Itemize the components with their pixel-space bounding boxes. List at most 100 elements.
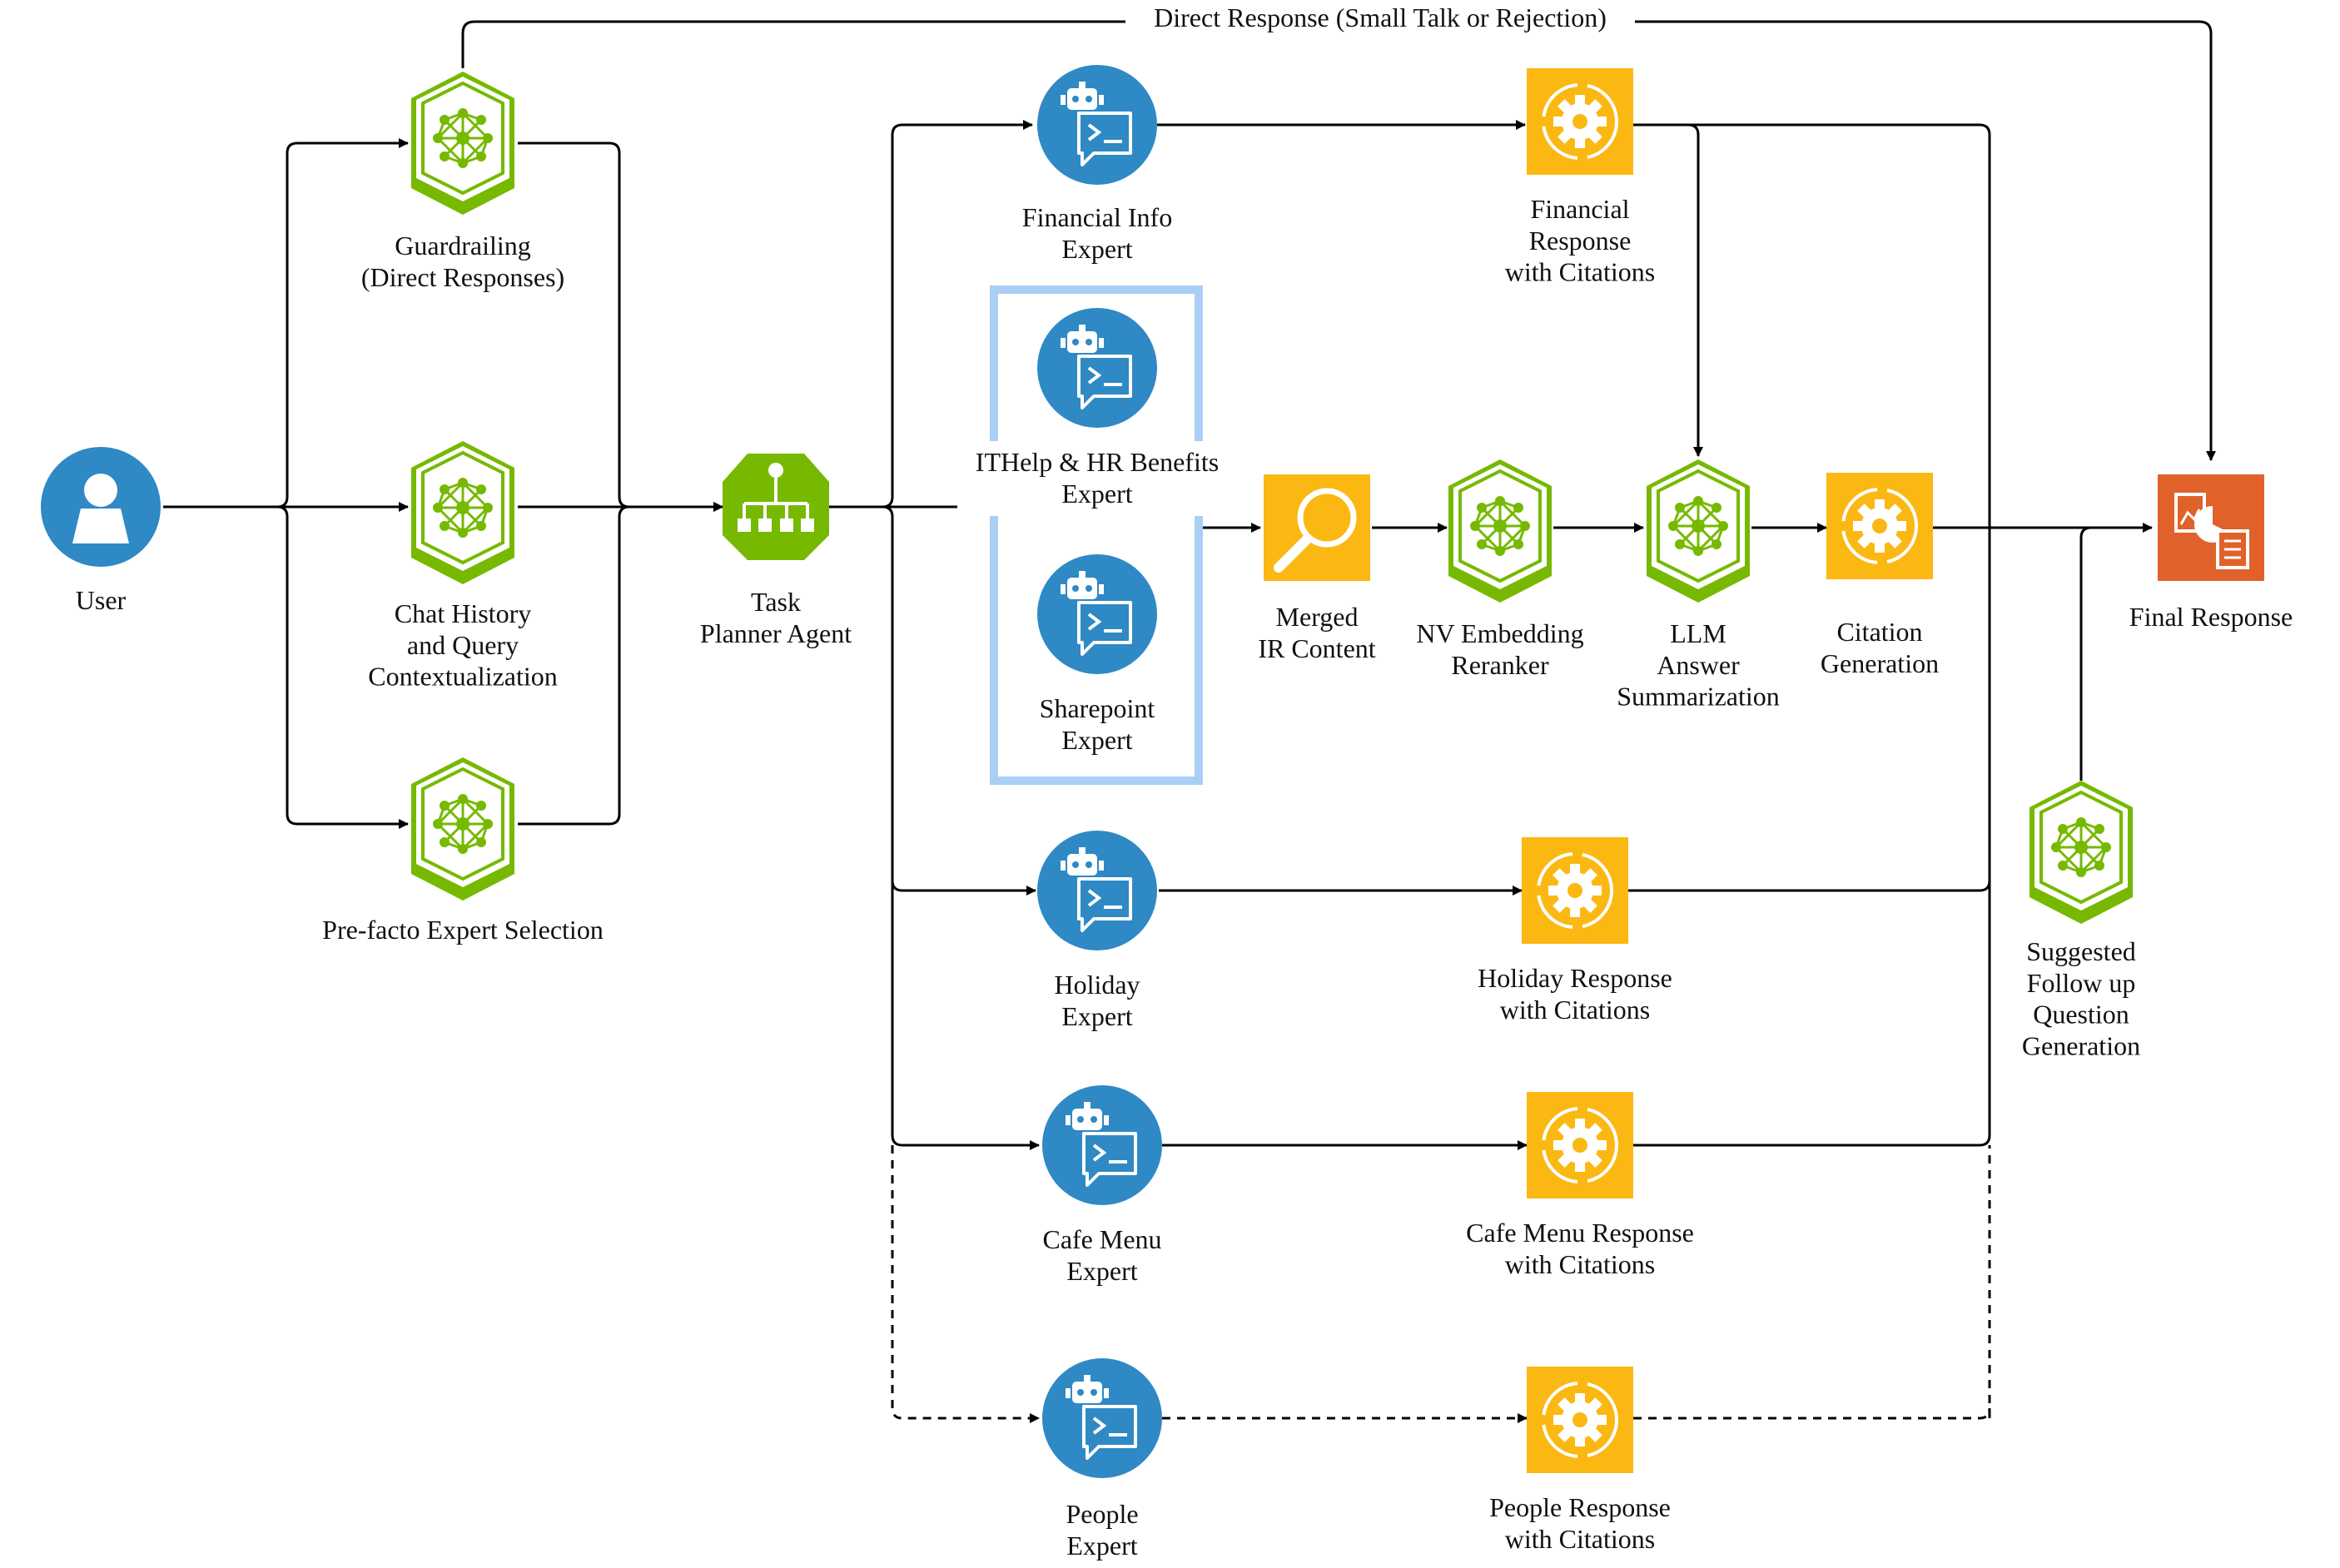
hierarchy-icon <box>723 454 829 560</box>
label-line: (Direct Responses) <box>361 262 564 292</box>
cafe-response-node[interactable] <box>1525 1090 1635 1200</box>
user-node[interactable] <box>41 447 161 567</box>
final-response-label: Final Response <box>2129 602 2293 632</box>
cafe-expert-node[interactable] <box>1041 1084 1164 1207</box>
followup-node[interactable] <box>2028 779 2134 925</box>
label-line: Question <box>2033 1000 2129 1030</box>
label-line: Expert <box>1061 479 1132 509</box>
label-line: Financial <box>1530 194 1629 224</box>
label-line: with Citations <box>1500 995 1650 1025</box>
label-line: Follow up <box>2027 968 2136 998</box>
financial-expert-node[interactable] <box>1036 63 1159 186</box>
chat-history-node[interactable] <box>410 439 516 586</box>
label-line: Merged <box>1276 602 1359 632</box>
label-line: Expert <box>1061 234 1132 264</box>
label-line: and Query <box>407 630 519 660</box>
label-line: Guardrailing <box>395 231 531 261</box>
gear-cycle-icon <box>1525 1090 1635 1200</box>
prefacto-node[interactable] <box>410 756 516 902</box>
label-line: Cafe Menu <box>1042 1224 1161 1254</box>
label-line: Financial Info <box>1022 202 1172 232</box>
citation-generation-node[interactable] <box>1825 471 1935 581</box>
ithelp-expert-node[interactable] <box>1036 306 1159 429</box>
label-line: Reranker <box>1451 650 1549 680</box>
label-line: Chat History <box>395 598 531 628</box>
holiday-expert-node[interactable] <box>1036 829 1159 952</box>
gear-cycle-icon <box>1825 471 1935 581</box>
label-line: Planner Agent <box>700 618 852 648</box>
task-planner-node[interactable] <box>723 454 829 560</box>
label-line: Generation <box>1821 648 1939 678</box>
label-line: People Response <box>1489 1492 1671 1522</box>
label-line: Answer <box>1657 650 1740 680</box>
nv-reranker-node[interactable] <box>1447 458 1553 604</box>
user-icon <box>41 447 161 567</box>
label-line: ITHelp & HR Benefits <box>976 447 1219 477</box>
label-line: Citation <box>1836 617 1922 647</box>
gear-cycle-icon <box>1525 1365 1635 1475</box>
direct-response-label: Direct Response (Small Talk or Rejection… <box>1154 2 1607 32</box>
label-line: Summarization <box>1617 682 1780 712</box>
guardrailing-node[interactable] <box>410 70 516 216</box>
label-line: with Citations <box>1505 257 1655 287</box>
label-line: with Citations <box>1505 1524 1655 1554</box>
label-line: Contextualization <box>368 662 558 692</box>
nemo-hexagon-icon <box>2028 779 2134 925</box>
connectors <box>163 20 2216 1423</box>
label-line: Suggested <box>2026 936 2136 966</box>
nemo-hexagon-icon <box>1447 458 1553 604</box>
label-line: Holiday Response <box>1478 963 1672 993</box>
sharepoint-expert-node[interactable] <box>1036 553 1159 676</box>
label-line: Expert <box>1061 1001 1132 1031</box>
gear-cycle-icon <box>1520 836 1630 945</box>
label-line: Sharepoint <box>1040 693 1155 723</box>
people-expert-node[interactable] <box>1041 1357 1164 1480</box>
label-line: Expert <box>1066 1256 1137 1286</box>
guardrailing-label: Guardrailing(Direct Responses) <box>361 231 564 292</box>
label-line: with Citations <box>1505 1249 1655 1279</box>
user-label: User <box>76 585 127 615</box>
gear-cycle-icon <box>1525 67 1635 176</box>
label-line: Cafe Menu Response <box>1466 1218 1694 1248</box>
robot-chat-icon <box>1036 63 1159 186</box>
label-line: Expert <box>1066 1531 1137 1561</box>
magnifier-icon <box>1264 474 1370 581</box>
retrieval-expert-group <box>990 285 1203 785</box>
label-line: User <box>76 585 127 615</box>
llm-summarization-node[interactable] <box>1645 458 1751 604</box>
label-line: Task <box>751 587 801 617</box>
label-line: Generation <box>2022 1030 2140 1060</box>
holiday-response-node[interactable] <box>1520 836 1630 945</box>
people-response-node[interactable] <box>1525 1365 1635 1475</box>
label-line: Expert <box>1061 725 1132 755</box>
financial-response-node[interactable] <box>1525 67 1635 176</box>
robot-chat-icon <box>1036 306 1159 429</box>
label-line: IR Content <box>1258 633 1375 663</box>
label-line: Response <box>1529 226 1632 256</box>
connector-direct-response <box>461 20 2216 461</box>
robot-chat-icon <box>1036 553 1159 676</box>
merged-ir-node[interactable] <box>1264 474 1370 581</box>
nemo-hexagon-icon <box>1645 458 1751 604</box>
nemo-hexagon-icon <box>410 70 516 216</box>
nemo-hexagon-icon <box>410 756 516 902</box>
final-response-node[interactable] <box>2158 474 2264 581</box>
label-line: Pre-facto Expert Selection <box>322 915 604 945</box>
documents-chart-icon <box>2158 474 2264 581</box>
prefacto-label: Pre-facto Expert Selection <box>322 915 604 945</box>
